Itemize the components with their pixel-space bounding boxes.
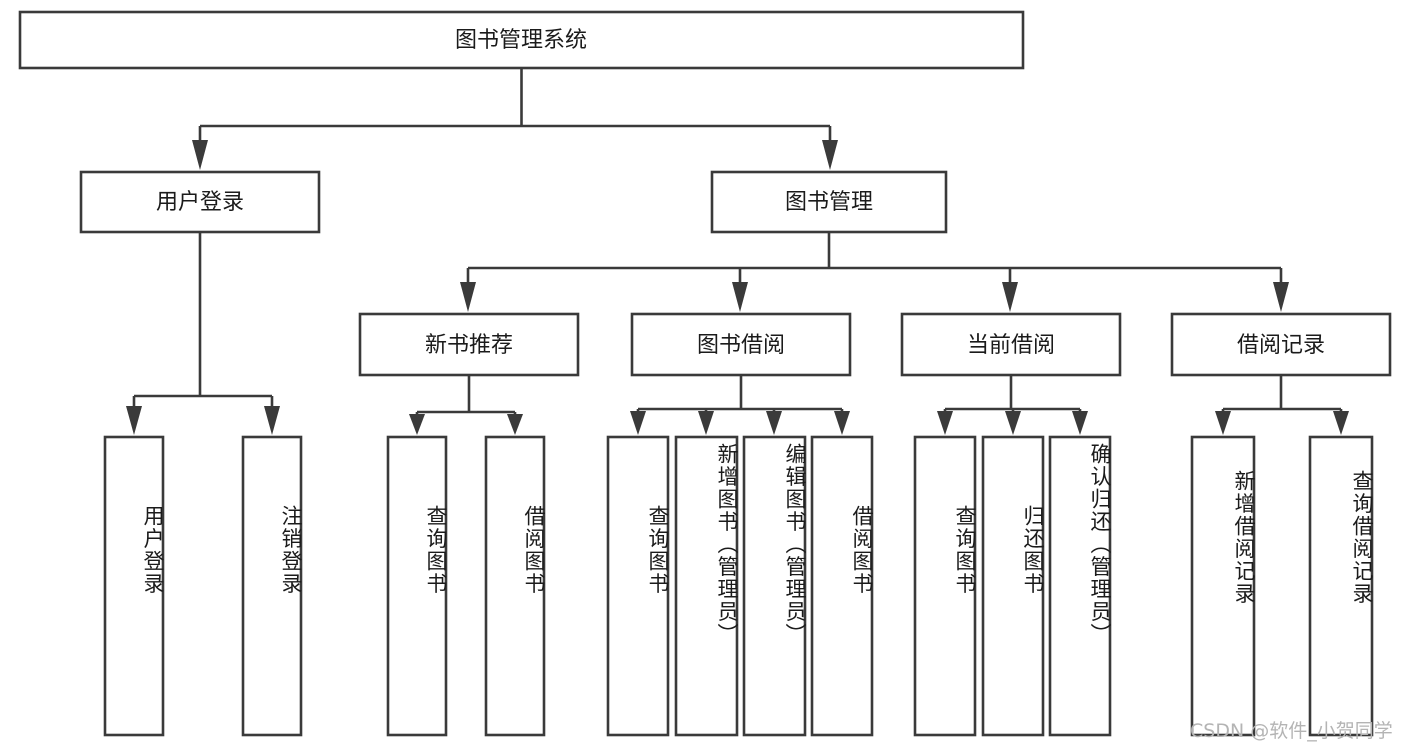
node-root[interactable]: 图书管理系统	[18, 10, 1025, 70]
arrow-head-leaf-logout	[264, 406, 280, 435]
leaf-box-borrow-book-b[interactable]	[810, 435, 874, 737]
node-borrow-record-label: 借阅记录	[1237, 333, 1325, 358]
arrow-head-leaf-borrow-book-a	[507, 414, 523, 435]
node-current-borrow-label: 当前借阅	[967, 333, 1055, 358]
connector-borrow-record-to-leaves	[1215, 375, 1349, 435]
arrow-head-book-borrow	[732, 282, 748, 312]
leaf-box-user-login[interactable]	[103, 435, 165, 737]
arrow-head-leaf-return-book	[1005, 411, 1021, 435]
node-new-book-recommend-box[interactable]	[358, 312, 580, 377]
arrow-head-leaf-query-book-a	[409, 414, 425, 435]
leaf-box-add-record[interactable]	[1190, 435, 1256, 737]
arrow-head-leaf-add-book	[698, 411, 714, 435]
leaf-box-confirm-return[interactable]	[1048, 435, 1112, 737]
node-user-login[interactable]: 用户登录	[79, 170, 321, 234]
node-current-borrow-box[interactable]	[900, 312, 1122, 377]
connector-current-borrow-to-leaves	[937, 375, 1088, 435]
node-borrow-record[interactable]: 借阅记录	[1170, 312, 1392, 377]
leaf-box-query-book-c[interactable]	[913, 435, 977, 737]
leaf-box-query-record[interactable]	[1308, 435, 1374, 737]
arrow-head-current-borrow	[1002, 282, 1018, 312]
connector-user-login-to-leaves	[126, 232, 280, 435]
node-book-borrow[interactable]: 图书借阅	[630, 312, 852, 377]
node-borrow-record-box[interactable]	[1170, 312, 1392, 377]
arrow-head-new-book-recommend	[460, 282, 476, 312]
node-root-label: 图书管理系统	[455, 28, 587, 53]
arrow-head-user-login	[192, 140, 208, 170]
arrow-head-leaf-add-record	[1215, 411, 1231, 435]
node-user-login-box[interactable]	[79, 170, 321, 234]
node-book-borrow-box[interactable]	[630, 312, 852, 377]
leaf-box-return-book[interactable]	[981, 435, 1045, 737]
node-book-manage-label: 图书管理	[785, 190, 873, 215]
arrow-head-leaf-query-book-b	[630, 411, 646, 435]
arrow-head-leaf-query-book-c	[937, 411, 953, 435]
arrow-head-leaf-edit-book	[766, 411, 782, 435]
connector-root-to-level2	[192, 68, 838, 170]
node-current-borrow[interactable]: 当前借阅	[900, 312, 1122, 377]
arrow-head-leaf-query-record	[1333, 411, 1349, 435]
leaf-box-borrow-book-a[interactable]	[484, 435, 546, 737]
arrow-head-leaf-borrow-book-b	[834, 411, 850, 435]
leaf-box-query-book-a[interactable]	[386, 435, 448, 737]
csdn-watermark: CSDN @软件_小贺同学	[1190, 720, 1393, 742]
leaf-box-logout[interactable]	[241, 435, 303, 737]
connector-book-manage-to-level3	[460, 232, 1289, 312]
arrow-head-borrow-record	[1273, 282, 1289, 312]
node-user-login-label: 用户登录	[156, 190, 244, 215]
leaf-box-add-book[interactable]	[674, 435, 739, 737]
node-new-book-recommend-label: 新书推荐	[425, 333, 513, 358]
connector-new-book-recommend-to-leaves	[409, 375, 523, 435]
leaf-box-query-book-b[interactable]	[606, 435, 670, 737]
arrow-head-leaf-user-login	[126, 406, 142, 435]
node-root-box[interactable]	[18, 10, 1025, 70]
arrow-head-leaf-confirm-return	[1072, 411, 1088, 435]
arrow-head-book-manage	[822, 140, 838, 170]
node-book-manage-box[interactable]	[710, 170, 948, 234]
node-book-borrow-label: 图书借阅	[697, 333, 785, 358]
connector-book-borrow-to-leaves	[630, 375, 850, 435]
leaf-box-edit-book[interactable]	[742, 435, 807, 737]
node-book-manage[interactable]: 图书管理	[710, 170, 948, 234]
node-new-book-recommend[interactable]: 新书推荐	[358, 312, 580, 377]
